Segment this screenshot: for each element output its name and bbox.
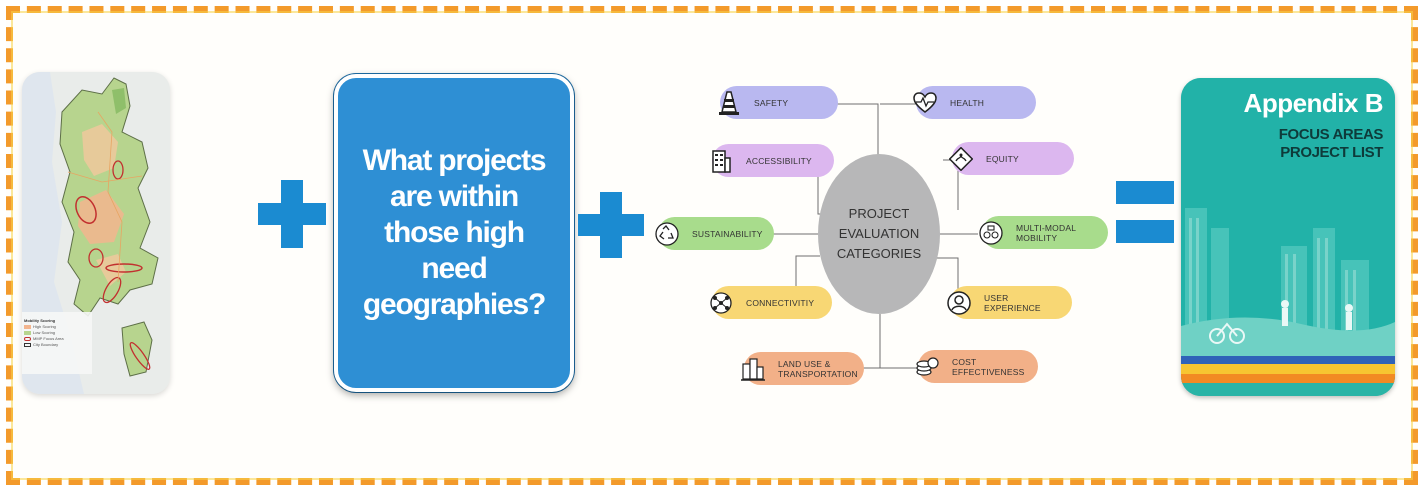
appendix-illustration (1181, 78, 1395, 396)
coins-icon (912, 353, 942, 381)
category-label-line: LAND USE & (778, 358, 831, 369)
focus-area-map: Mobility Scoring High Scoring Low Scorin… (22, 72, 170, 394)
appendix-subtitle: FOCUS AREAS PROJECT LIST (1278, 126, 1384, 162)
legend-row: Low Scoring (24, 330, 94, 336)
question-box: What projects are within those high need… (334, 74, 574, 392)
hub-line: PROJECT (848, 206, 910, 221)
category-label-line: USER (984, 292, 1009, 303)
category-equity: EQUITY (949, 142, 1074, 175)
category-connectivity: CONNECTIVITIY (710, 286, 832, 319)
appendix-title: Appendix B (1243, 88, 1384, 118)
category-label-line: COST (952, 356, 977, 367)
legend-label: City Boundary (33, 342, 59, 347)
category-label: CONNECTIVITIY (746, 297, 815, 308)
building-icon (706, 147, 736, 175)
appendix-subtitle-line: FOCUS AREAS (1278, 126, 1384, 143)
bike-bus-icon (976, 219, 1006, 247)
category-safety: SAFETY (719, 86, 838, 119)
legend-row: City Boundary (24, 342, 94, 348)
question-text: What projects are within those high need… (354, 143, 554, 323)
category-land-use: LAND USE &TRANSPORTATION (741, 352, 864, 385)
question-line: need (421, 252, 487, 285)
question-line: are within (389, 180, 519, 213)
stripe-yellow (1181, 364, 1395, 374)
legend-label: Low Scoring (33, 330, 56, 335)
equals-icon-bottom (1116, 220, 1174, 243)
appendix-subtitle-line: PROJECT LIST (1280, 144, 1383, 161)
map-legend-title: Mobility Scoring (24, 318, 56, 323)
category-label: SAFETY (754, 97, 789, 108)
category-label-line: MOBILITY (1016, 232, 1058, 243)
category-sustainability: SUSTAINABILITY (655, 217, 774, 250)
plus-icon (258, 180, 326, 248)
stripe-orange (1181, 374, 1395, 383)
equity-hands-icon (946, 145, 976, 173)
legend-label: MMP Focus Area (33, 336, 64, 341)
plus-icon (578, 192, 644, 258)
category-label: HEALTH (950, 97, 985, 108)
equals-icon-top (1116, 181, 1174, 204)
category-accessibility: ACCESSIBILITY (712, 144, 834, 177)
question-line: those high (384, 216, 525, 249)
stripe-teal (1181, 383, 1395, 396)
stripe-blue (1181, 356, 1395, 364)
user-icon (944, 289, 974, 317)
category-label-line: MULTI-MODAL (1016, 222, 1077, 233)
category-label-line: EFFECTIVENESS (952, 366, 1025, 377)
category-health: HEALTH (913, 86, 1036, 119)
hub-text: PROJECT EVALUATION CATEGORIES (819, 204, 939, 264)
category-label: LAND USE &TRANSPORTATION (778, 359, 858, 379)
category-label-line: EXPERIENCE (984, 302, 1041, 313)
heart-pulse-icon (910, 89, 940, 117)
legend-label: High Scoring (33, 324, 56, 329)
traffic-cone-icon (714, 89, 744, 117)
category-label: ACCESSIBILITY (746, 155, 812, 166)
city-icon (738, 355, 768, 383)
legend-row: High Scoring (24, 324, 94, 330)
category-label: EQUITY (986, 153, 1019, 164)
hub-line: CATEGORIES (836, 246, 922, 261)
map-graphic (22, 72, 170, 394)
appendix-cover: Appendix B FOCUS AREAS PROJECT LIST (1181, 78, 1395, 396)
recycle-icon (652, 220, 682, 248)
question-line: geographies? (362, 288, 547, 321)
map-legend: Mobility Scoring High Scoring Low Scorin… (24, 318, 94, 348)
network-icon (706, 289, 736, 317)
category-label-line: TRANSPORTATION (778, 368, 858, 379)
category-label: SUSTAINABILITY (692, 228, 763, 239)
evaluation-categories-hub: PROJECT EVALUATION CATEGORIES (818, 154, 940, 314)
question-line: What projects (362, 144, 547, 177)
hub-line: EVALUATION (838, 226, 920, 241)
legend-row: MMP Focus Area (24, 336, 94, 342)
